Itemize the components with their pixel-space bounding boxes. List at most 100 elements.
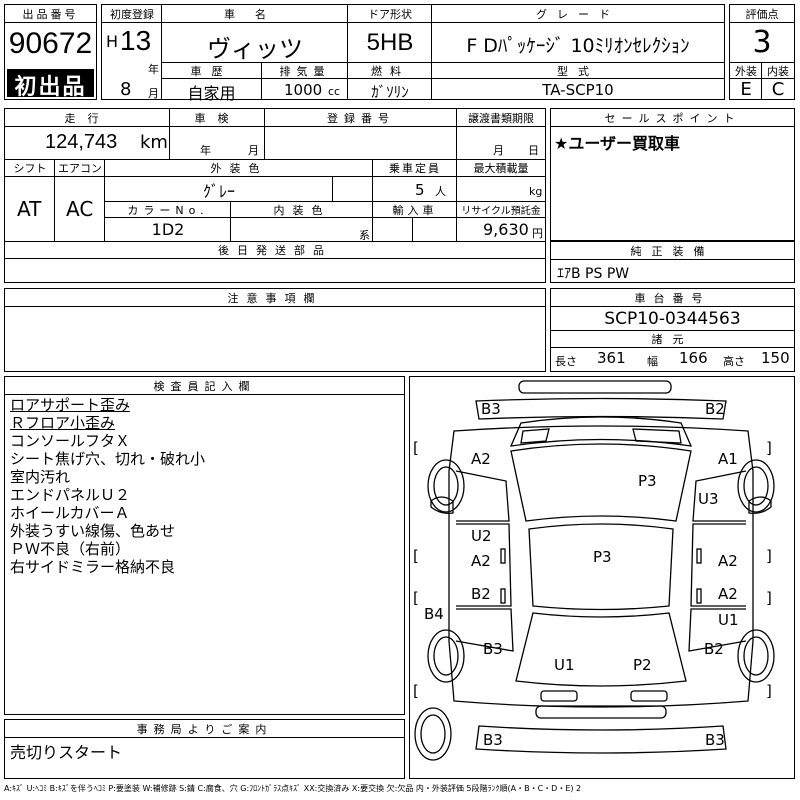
sales-point-text: ★ユーザー買取車	[554, 134, 681, 153]
damage-mark: B3	[705, 731, 725, 749]
bracket-mark: ]	[766, 682, 772, 700]
bracket-mark: [	[413, 682, 419, 700]
plate-label: 登録番号	[327, 112, 395, 125]
legend-text: A:ｷｽﾞ U:ﾍｺﾐ B:ｷｽﾞを伴うﾍｺﾐ P:要塗装 W:補修跡 S:錆 …	[4, 784, 582, 793]
lot-number-label: 出品番号	[22, 8, 79, 21]
inspection-month-unit: 月	[248, 144, 259, 157]
recycle-unit: 円	[532, 227, 543, 240]
office-box: 事務局よりご案内 売切りスタート	[4, 719, 405, 779]
transfer-month-unit: 月	[493, 144, 504, 157]
first-listing-badge: 初出品	[7, 69, 94, 100]
int-color-label: 内装色	[273, 204, 331, 217]
damage-mark: A1	[718, 450, 738, 468]
inspector-note-line: コンソールフタＸ	[10, 432, 131, 450]
mileage-label: 走行	[64, 112, 111, 125]
model: TA-SCP10	[542, 81, 614, 99]
bracket-mark: [	[413, 439, 419, 457]
grade: F Dﾊﾟｯｹｰｼﾞ 10ﾐﾘｵﾝｾﾚｸｼｮﾝ	[466, 35, 690, 57]
interior-grade: C	[771, 79, 785, 100]
history-label: 車歴	[190, 65, 233, 78]
equipment-box: 純正装備 ｴｱB PS PW	[550, 241, 795, 283]
reg-year: 13	[120, 25, 152, 56]
inspector-note-line: ロアサポート歪み	[10, 396, 131, 414]
width-label: 幅	[647, 355, 658, 368]
office-label: 事務局よりご案内	[136, 723, 273, 736]
fuel: ｶﾞｿﾘﾝ	[371, 83, 409, 101]
mileage-unit: km	[140, 132, 168, 153]
capacity-unit: 人	[435, 185, 446, 198]
damage-mark: A2	[718, 552, 738, 570]
height-label: 高さ	[723, 355, 745, 368]
displacement: 1000	[284, 81, 323, 99]
inspection-year-unit: 年	[200, 144, 211, 157]
score-box: 評価点 3 外装 内装 E C	[729, 4, 795, 100]
exterior-grade: E	[740, 79, 752, 100]
capacity-label: 乗車定員	[389, 162, 441, 175]
width: 166	[679, 349, 708, 367]
recycle-label: リサイクル預託金	[461, 206, 541, 217]
exterior-label: 外装	[735, 65, 757, 78]
fuel-label: 燃料	[371, 65, 409, 78]
bracket-mark: ]	[766, 589, 772, 607]
mileage: 124,743	[45, 131, 118, 153]
chassis-box: 車台番号 SCP10-0344563 諸元 長さ 361 幅 166 高さ 15…	[550, 288, 795, 372]
damage-mark: P3	[638, 472, 657, 490]
damage-mark: U3	[698, 490, 719, 508]
damage-mark: B4	[424, 605, 444, 623]
inspector-notes-list: ロアサポート歪み Ｒフロア小歪み コンソールフタＸ シート焦げ穴、切れ・破れ小 …	[10, 396, 205, 576]
sales-point-box: セールスポイント ★ユーザー買取車	[550, 108, 795, 241]
damage-mark: A2	[471, 450, 491, 468]
damage-mark: B2	[705, 400, 725, 418]
inspector-note-line: ホイールカバーＡ	[10, 504, 130, 522]
grade-label: グレード	[536, 8, 620, 21]
ac: AC	[66, 197, 94, 221]
year-unit: 年	[148, 63, 159, 76]
inspector-note-line: エンドパネルＵ２	[10, 486, 131, 504]
recycle-fee: 9,630	[483, 220, 529, 239]
car-name: ヴィッツ	[207, 35, 303, 63]
reg-label: 初度登録	[110, 8, 154, 21]
month-unit: 月	[148, 87, 159, 100]
transfer-day-unit: 日	[528, 144, 539, 157]
damage-mark: A2	[718, 585, 738, 603]
inspection-label: 車検	[194, 112, 241, 125]
color-no: 1D2	[151, 220, 185, 239]
history: 自家用	[187, 84, 236, 103]
notes-label: 注意事項欄	[227, 292, 323, 305]
damage-mark: U1	[718, 611, 739, 629]
inspector-box: 検査員記入欄 ロアサポート歪み Ｒフロア小歪み コンソールフタＸ シート焦げ穴、…	[4, 376, 405, 715]
ac-label: エアコン	[58, 162, 102, 175]
length: 361	[597, 349, 626, 367]
damage-mark: U1	[554, 656, 575, 674]
inspector-label: 検査員記入欄	[153, 380, 256, 393]
era: H	[106, 32, 119, 51]
chassis-label: 車台番号	[634, 292, 711, 305]
bracket-mark: ]	[766, 439, 772, 457]
lot-number: 90672	[8, 27, 93, 60]
office-text: 売切りスタート	[10, 743, 123, 762]
damage-mark: B3	[483, 640, 503, 658]
displacement-unit: cc	[328, 85, 341, 98]
import-label: 輸入車	[392, 204, 438, 217]
door-type: 5HB	[366, 29, 414, 56]
later-parts-label: 後日発送部品	[218, 244, 332, 257]
shift: AT	[17, 197, 42, 221]
damage-mark: P3	[593, 548, 612, 566]
damage-mark: P2	[633, 656, 652, 674]
exterior-color: ｸﾞﾚｰ	[202, 182, 235, 201]
damage-mark: A2	[471, 552, 491, 570]
inspector-note-line: 右サイドミラー格納不良	[10, 558, 176, 576]
spec-label: 諸元	[651, 333, 694, 346]
transfer-label: 譲渡書類期限	[468, 112, 534, 125]
displacement-label: 排気量	[279, 65, 331, 78]
inspector-note-line: 外装うすい線傷、色あせ	[10, 522, 176, 540]
inspector-note-line: ＰＷ不良（右前）	[10, 540, 131, 558]
length-label: 長さ	[555, 355, 577, 368]
inspector-note-line: シート焦げ穴、切れ・破れ小	[10, 450, 206, 468]
inspector-note-line: 室内汚れ	[10, 468, 71, 486]
color-label: 外装色	[210, 162, 268, 175]
model-label: 型式	[557, 65, 599, 78]
interior-label: 内装	[767, 65, 789, 78]
equipment-text: ｴｱB PS PW	[557, 266, 630, 282]
score: 3	[752, 25, 772, 60]
